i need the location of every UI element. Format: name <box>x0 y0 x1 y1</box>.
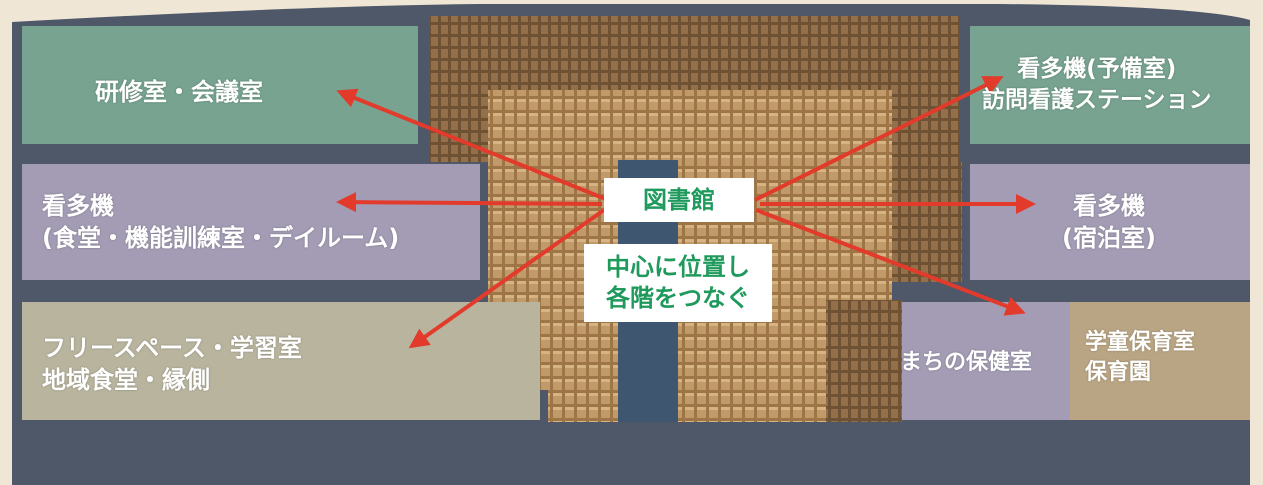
room-free-space <box>22 302 540 420</box>
free-space-line-2: 地域食堂・縁側 <box>42 366 210 395</box>
arrow-to-training <box>336 88 609 202</box>
kantaki-stay-line-2: (宿泊室) <box>1062 224 1156 253</box>
label-childcare: 学童保育室 保育園 <box>1085 328 1195 387</box>
library-label-text: 図書館 <box>643 186 715 214</box>
label-kantaki-dining: 看多機 (食堂・機能訓練室・デイルーム) <box>42 190 399 255</box>
room-kantaki-spare <box>970 26 1250 144</box>
room-kantaki-dining <box>22 164 480 280</box>
kantaki-dining-line-1: 看多機 <box>42 192 114 220</box>
library-label: 図書館 <box>604 178 754 222</box>
childcare-line-1: 学童保育室 <box>1085 330 1196 355</box>
kantaki-dining-line-2: (食堂・機能訓練室・デイルーム) <box>42 224 400 253</box>
kantaki-spare-line-2: 訪問看護ステーション <box>982 87 1212 114</box>
label-training-room: 研修室・会議室 <box>95 76 263 108</box>
label-kantaki-spare: 看多機(予備室) 訪問看護ステーション <box>982 54 1212 116</box>
label-kantaki-stay: 看多機 (宿泊室) <box>1062 190 1156 255</box>
childcare-line-2: 保育園 <box>1085 359 1152 385</box>
library-caption-line-2: 各階をつなぐ <box>606 284 750 313</box>
free-space-line-1: フリースペース・学習室 <box>42 334 302 362</box>
kantaki-spare-line-1: 看多機(予備室) <box>1017 56 1177 82</box>
kantaki-stay-line-1: 看多機 <box>1072 192 1145 220</box>
arrow-to-kantaki-spare <box>754 76 1004 202</box>
atrium-side-shelves <box>892 162 962 282</box>
arrow-to-free-space <box>408 208 606 349</box>
health-room-line-1: まちの保健室 <box>900 350 1033 375</box>
arrow-to-kantaki-dining <box>336 192 603 213</box>
library-caption: 中心に位置し 各階をつなぐ <box>584 244 772 323</box>
room-health <box>902 302 1070 420</box>
connection-arrows <box>336 76 1036 349</box>
atrium-stair <box>826 300 902 422</box>
room-childcare <box>1070 302 1250 420</box>
training-room-line-1: 研修室・会議室 <box>95 78 263 106</box>
room-training <box>22 26 418 144</box>
room-kantaki-stay <box>970 164 1250 280</box>
label-health-room: まちの保健室 <box>900 348 1032 378</box>
arrow-to-health <box>755 208 1026 316</box>
label-free-space: フリースペース・学習室 地域食堂・縁側 <box>42 332 302 397</box>
library-caption-line-1: 中心に位置し <box>606 253 750 281</box>
